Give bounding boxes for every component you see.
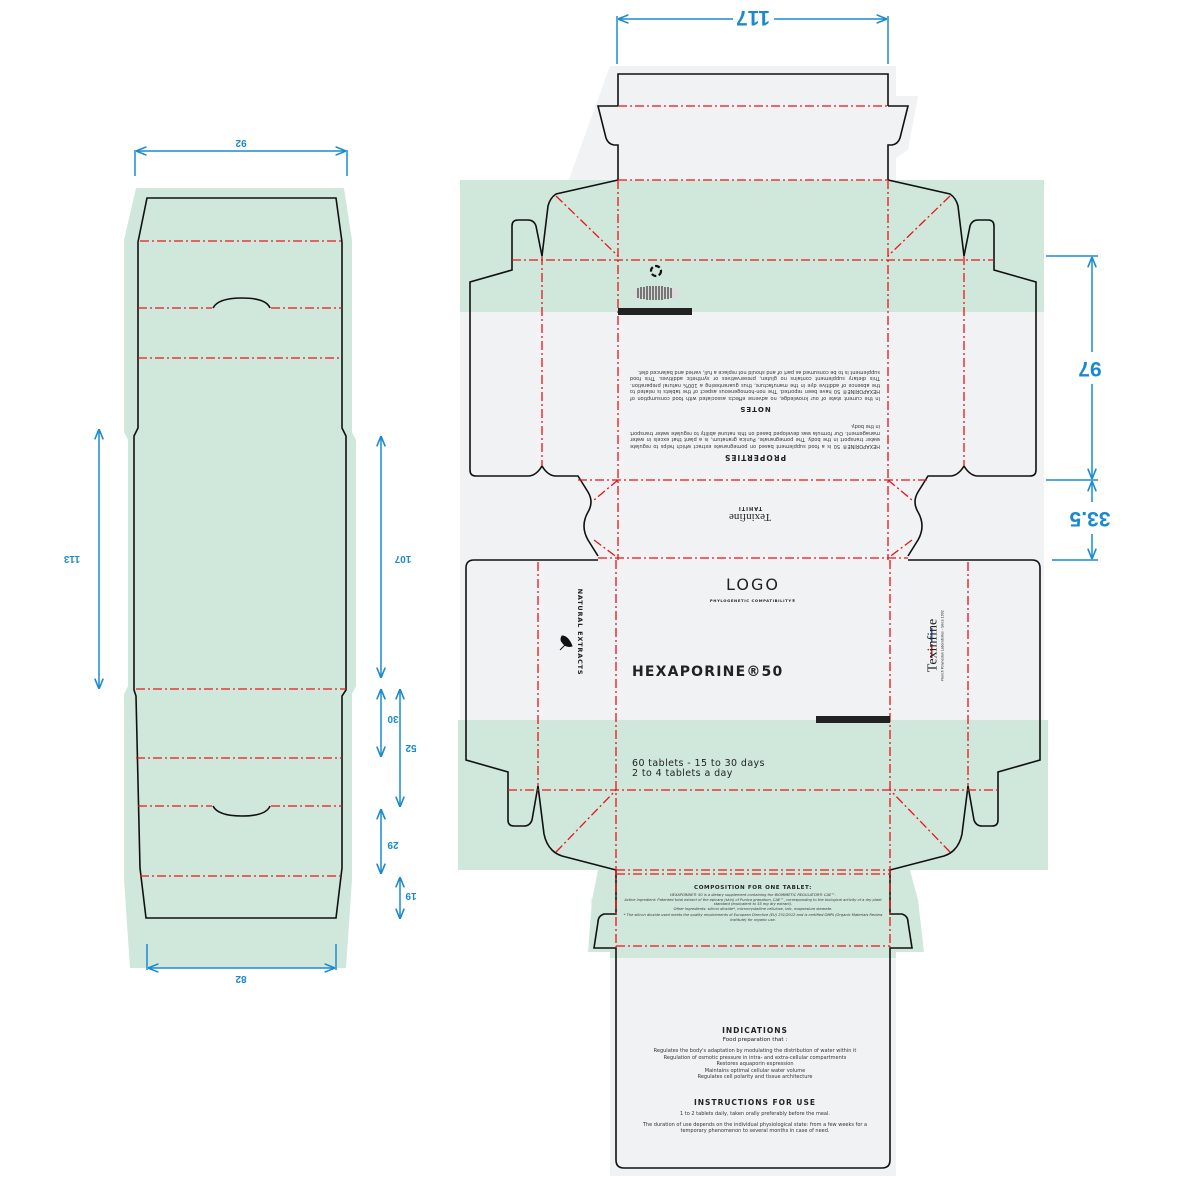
side-brand-name: Texinfine	[729, 511, 771, 523]
dim-82: 82	[235, 973, 247, 984]
instructions-title: INSTRUCTIONS FOR USE	[693, 1098, 817, 1107]
dim-97: 97	[1078, 357, 1101, 380]
back-panel-text: PROPERTIES HEXAPORINE® 50 is a food supp…	[624, 318, 886, 468]
front-tagline: PHYLOGENETIC COMPATIBILITY®	[709, 598, 797, 603]
dim-92: 92	[235, 137, 247, 148]
left-cut-outline	[133, 197, 347, 919]
green-band-bottom	[458, 720, 1048, 870]
indications-subtitle: Food preparation that :	[722, 1037, 788, 1043]
dim-29: 29	[387, 839, 399, 850]
grey-bottom-panel	[610, 958, 896, 1176]
barcode-strip-front	[816, 716, 890, 723]
instructions-line2: The duration of use depends on the indiv…	[642, 1121, 868, 1135]
dim-52: 52	[405, 742, 417, 753]
side-brand: Texinfine TAHITI	[700, 505, 800, 523]
left-dimension-lines	[99, 150, 400, 970]
instructions-block: INSTRUCTIONS FOR USE 1 to 2 tablets dail…	[630, 1098, 880, 1135]
left-fold-lines	[136, 240, 346, 877]
green-band-top	[460, 180, 1044, 312]
composition-block: COMPOSITION FOR ONE TABLET: HEXAPORINE® …	[620, 885, 886, 923]
dim-30: 30	[387, 713, 399, 724]
left-thumb-notch-top	[212, 297, 271, 309]
natural-extracts-label: NATURAL EXTRACTS	[576, 588, 584, 676]
indication-item: Regulates cell polarity and tissue archi…	[697, 1074, 813, 1080]
indications-block: INDICATIONS Food preparation that : Regu…	[624, 1026, 886, 1081]
texinfine-flag-red	[931, 644, 933, 658]
barcode-strip-top	[618, 308, 692, 315]
composition-line1: HEXAPORINE® 50 is a dietary supplement c…	[669, 893, 836, 897]
indication-item: Restores aquaporin expression	[716, 1061, 794, 1067]
right-side-brand-name: Texinfine	[925, 618, 941, 673]
recycle-icon	[649, 264, 663, 278]
quantity-line2: 2 to 4 tablets a day	[632, 768, 733, 779]
texinfine-flag-blue	[931, 628, 933, 642]
leaf-icon	[559, 635, 573, 651]
composition-line3: Other ingredients: silicon dioxide*, mic…	[673, 906, 833, 911]
composition-line2: Active ingredient: Patented total extrac…	[624, 897, 882, 907]
green-band-composition	[588, 870, 924, 958]
indications-list: Regulates the body's adaptation by modul…	[624, 1048, 886, 1081]
main-fold-lines	[508, 105, 998, 948]
composition-title: COMPOSITION FOR ONE TABLET:	[693, 885, 812, 891]
barcode-icon	[632, 286, 680, 300]
properties-title: PROPERTIES	[723, 453, 787, 462]
indication-item: Regulation of osmotic pressure in intra-…	[663, 1054, 847, 1061]
main-dimension-lines	[616, 16, 1098, 561]
front-logo: LOGO	[726, 575, 780, 594]
indications-title: INDICATIONS	[722, 1026, 788, 1035]
dim-117: 117	[736, 6, 770, 29]
product-name: HEXAPORINE®50	[632, 664, 784, 680]
indication-item: Maintains optimal cellular water volume	[704, 1067, 806, 1074]
dim-33-5: 33.5	[1069, 507, 1110, 530]
main-cut-outline	[465, 73, 1041, 1169]
right-side-brand: Texinfine French Polynesian Laboratories…	[925, 596, 946, 696]
notes-title: NOTES	[739, 405, 771, 413]
dim-107: 107	[394, 553, 411, 564]
properties-body: HEXAPORINE® 50 is a food supplement base…	[630, 423, 880, 450]
side-brand-sub: TAHITI	[737, 505, 763, 511]
left-dieline: 92 113 107 30 52 29 19 82	[63, 137, 416, 984]
instructions-line1: 1 to 2 tablets daily, taken orally prefe…	[680, 1111, 830, 1117]
notes-body: In the current state of our knowledge, n…	[630, 369, 880, 401]
dim-113: 113	[63, 553, 80, 564]
composition-footnote: * The silicon dioxide used meets the qua…	[623, 913, 883, 922]
left-thumb-notch-bottom	[212, 805, 271, 817]
grey-panel-mid	[460, 312, 1044, 720]
right-side-brand-sub: French Polynesian Laboratories - Since 1…	[940, 610, 945, 681]
quantity-line1: 60 tablets - 15 to 30 days	[632, 758, 765, 769]
indication-item: Regulates the body's adaptation by modul…	[653, 1048, 857, 1054]
main-dieline: 117 97 33.5	[458, 6, 1110, 1176]
dim-19: 19	[405, 890, 417, 901]
